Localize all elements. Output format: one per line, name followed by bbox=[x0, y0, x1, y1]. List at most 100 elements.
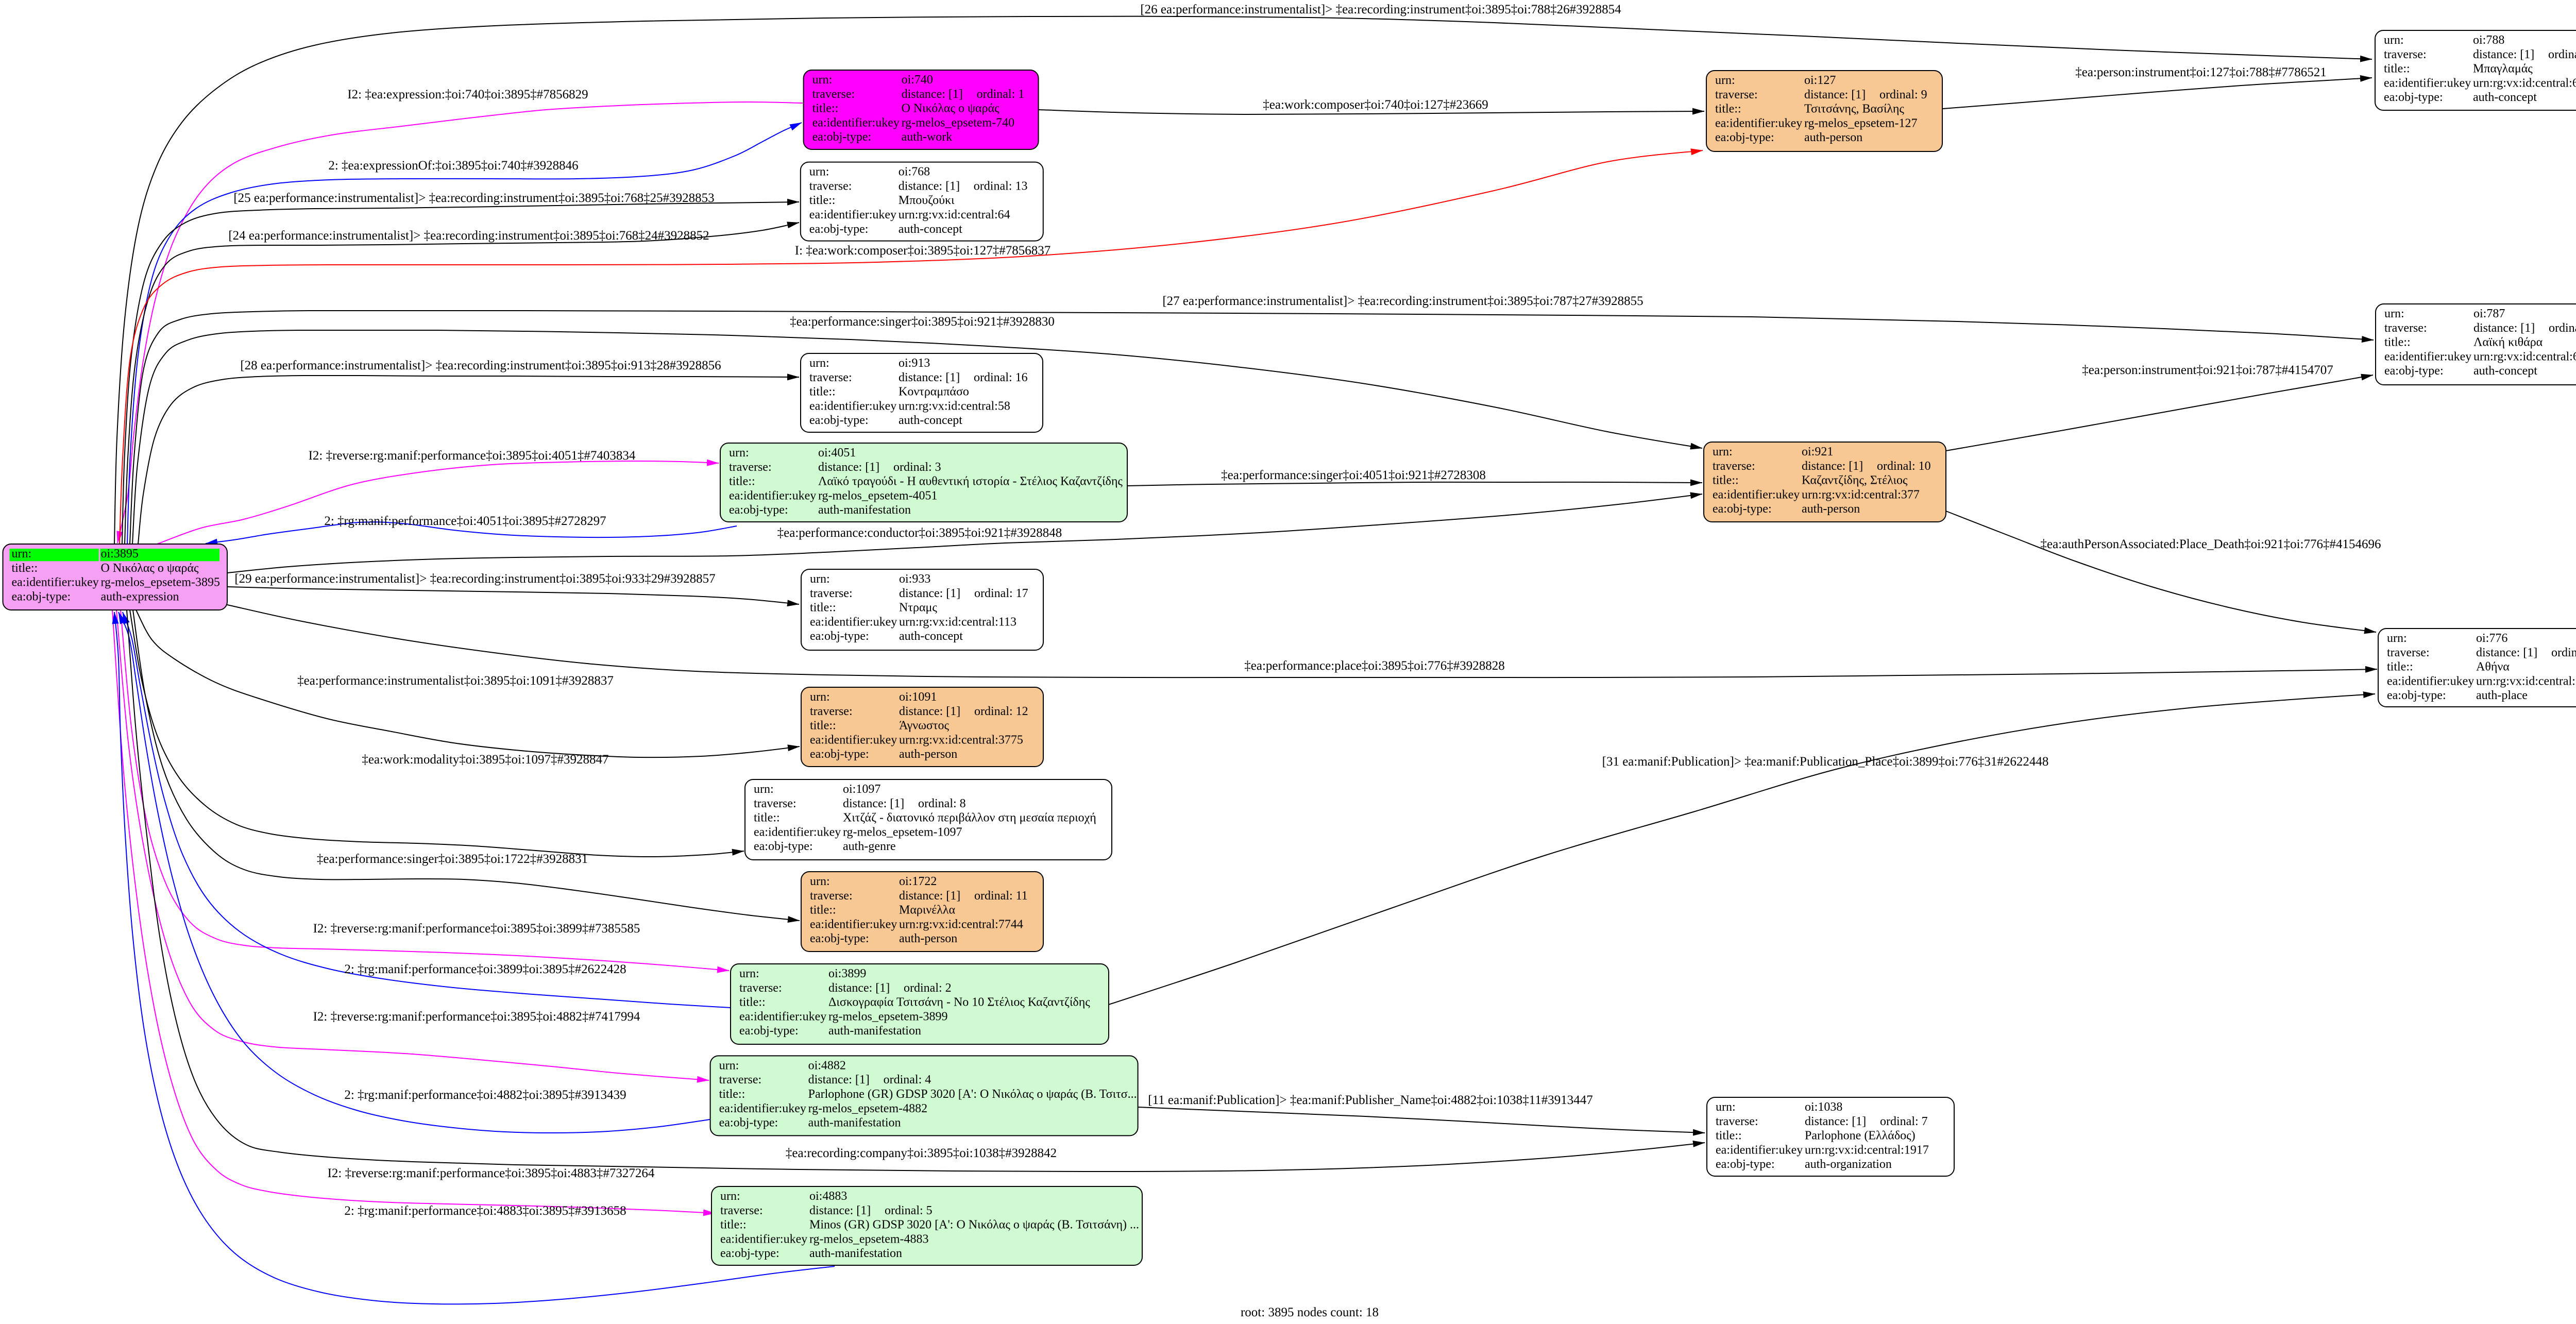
svg-text:ea:identifier:ukey: ea:identifier:ukey bbox=[1715, 116, 1802, 130]
svg-text:distance: [1]: distance: [1] bbox=[1805, 1115, 1866, 1128]
svg-text:ea:identifier:ukey: ea:identifier:ukey bbox=[1716, 1143, 1803, 1157]
svg-text:ordinal: 12: ordinal: 12 bbox=[974, 705, 1028, 718]
svg-text:urn:: urn: bbox=[2384, 307, 2404, 320]
svg-text:title::: title:: bbox=[2384, 62, 2410, 76]
svg-text:oi:913: oi:913 bbox=[899, 357, 930, 370]
svg-text:title::: title:: bbox=[12, 562, 38, 575]
svg-text:2: ‡ea:expressionOf:‡oi:3895‡o: 2: ‡ea:expressionOf:‡oi:3895‡oi:740‡#392… bbox=[328, 159, 578, 173]
svg-text:urn:: urn: bbox=[719, 1059, 739, 1072]
svg-text:traverse:: traverse: bbox=[720, 1204, 763, 1217]
svg-text:ordinal: 4: ordinal: 4 bbox=[884, 1073, 931, 1087]
svg-text:title::: title:: bbox=[810, 904, 836, 917]
svg-text:auth-concept: auth-concept bbox=[2473, 364, 2537, 378]
svg-text:distance: [1]: distance: [1] bbox=[902, 88, 963, 101]
svg-text:ea:identifier:ukey: ea:identifier:ukey bbox=[2387, 674, 2474, 688]
svg-text:title::: title:: bbox=[720, 1218, 747, 1232]
svg-text:oi:787: oi:787 bbox=[2473, 307, 2505, 320]
svg-text:distance: [1]: distance: [1] bbox=[2473, 321, 2535, 335]
svg-text:traverse:: traverse: bbox=[812, 88, 855, 101]
svg-text:auth-manifestation: auth-manifestation bbox=[809, 1247, 902, 1260]
svg-text:urn:rg:vx:id:central:62: urn:rg:vx:id:central:62 bbox=[2473, 350, 2576, 363]
svg-text:‡ea:performance:singer‡oi:3895: ‡ea:performance:singer‡oi:3895‡oi:921‡#3… bbox=[790, 315, 1055, 329]
svg-text:Χιτζάζ - διατονικό περιβάλλον: Χιτζάζ - διατονικό περιβάλλον στη μεσαία… bbox=[843, 811, 1096, 825]
svg-text:ea:identifier:ukey: ea:identifier:ukey bbox=[12, 576, 99, 589]
svg-text:I: ‡ea:work:composer‡oi:3895‡o: I: ‡ea:work:composer‡oi:3895‡oi:127‡#785… bbox=[795, 244, 1050, 258]
svg-text:oi:740: oi:740 bbox=[902, 73, 933, 87]
svg-text:ea:obj-type:: ea:obj-type: bbox=[810, 932, 869, 945]
svg-text:oi:127: oi:127 bbox=[1804, 74, 1836, 87]
svg-text:title::: title:: bbox=[719, 1088, 745, 1101]
svg-text:ordinal: 7: ordinal: 7 bbox=[1880, 1115, 1928, 1128]
svg-text:ea:identifier:ukey: ea:identifier:ukey bbox=[812, 116, 900, 129]
svg-text:ordinal: 1: ordinal: 1 bbox=[977, 88, 1025, 101]
svg-text:rg-melos_epsetem-4051: rg-melos_epsetem-4051 bbox=[818, 489, 938, 502]
svg-text:traverse:: traverse: bbox=[754, 797, 796, 810]
svg-text:distance: [1]: distance: [1] bbox=[1802, 460, 1863, 473]
svg-text:urn:: urn: bbox=[1715, 74, 1735, 87]
svg-text:Τσιτσάνης, Βασίλης: Τσιτσάνης, Βασίλης bbox=[1804, 103, 1904, 116]
svg-text:[29 ea:performance:instrumenta: [29 ea:performance:instrumentalist]> ‡ea… bbox=[234, 572, 715, 586]
svg-text:[24 ea:performance:instrumenta: [24 ea:performance:instrumentalist]> ‡ea… bbox=[228, 229, 709, 243]
svg-text:ordinal: 14: ordinal: 14 bbox=[2548, 48, 2576, 61]
svg-text:oi:788: oi:788 bbox=[2473, 33, 2504, 47]
svg-text:rg-melos_epsetem-3899: rg-melos_epsetem-3899 bbox=[828, 1010, 948, 1023]
svg-text:oi:4051: oi:4051 bbox=[818, 446, 856, 460]
svg-text:urn:rg:vx:id:central:3775: urn:rg:vx:id:central:3775 bbox=[899, 733, 1023, 746]
svg-text:Μπαγλαμάς: Μπαγλαμάς bbox=[2473, 62, 2533, 76]
svg-text:ordinal: 15: ordinal: 15 bbox=[2549, 321, 2576, 335]
svg-text:ordinal: 8: ordinal: 8 bbox=[918, 797, 966, 810]
svg-text:distance: [1]: distance: [1] bbox=[899, 889, 960, 903]
svg-text:title::: title:: bbox=[2387, 660, 2413, 674]
svg-text:distance: [1]: distance: [1] bbox=[899, 371, 960, 384]
svg-text:ea:identifier:ukey: ea:identifier:ukey bbox=[720, 1232, 807, 1246]
svg-text:urn:: urn: bbox=[810, 572, 830, 586]
svg-text:auth-person: auth-person bbox=[1802, 502, 1860, 516]
svg-text:urn:rg:vx:id:central:64: urn:rg:vx:id:central:64 bbox=[899, 208, 1010, 222]
svg-text:oi:1038: oi:1038 bbox=[1805, 1100, 1842, 1114]
svg-text:ordinal: 2: ordinal: 2 bbox=[904, 981, 952, 995]
svg-text:‡ea:person:instrument‡oi:127‡o: ‡ea:person:instrument‡oi:127‡oi:788‡#778… bbox=[2075, 65, 2326, 79]
svg-text:traverse:: traverse: bbox=[1716, 1115, 1758, 1128]
svg-text:Καζαντζίδης, Στέλιος: Καζαντζίδης, Στέλιος bbox=[1802, 474, 1908, 487]
svg-text:oi:4883: oi:4883 bbox=[809, 1190, 847, 1203]
svg-text:urn:: urn: bbox=[812, 73, 833, 87]
svg-text:‡ea:performance:instrumentalis: ‡ea:performance:instrumentalist‡oi:3895‡… bbox=[297, 674, 614, 688]
svg-text:title::: title:: bbox=[1713, 474, 1739, 487]
svg-text:urn:: urn: bbox=[809, 165, 829, 179]
svg-text:auth-concept: auth-concept bbox=[899, 223, 962, 236]
svg-text:Λαϊκό τραγούδι - Η αυθεντική ι: Λαϊκό τραγούδι - Η αυθεντική ιστορία - Σ… bbox=[818, 475, 1123, 488]
svg-text:title::: title:: bbox=[809, 194, 836, 207]
svg-text:ea:identifier:ukey: ea:identifier:ukey bbox=[754, 825, 841, 839]
svg-text:ea:identifier:ukey: ea:identifier:ukey bbox=[810, 615, 897, 629]
svg-text:oi:3895: oi:3895 bbox=[101, 547, 139, 561]
svg-text:[27 ea:performance:instrumenta: [27 ea:performance:instrumentalist]> ‡ea… bbox=[1162, 294, 1643, 308]
svg-text:traverse:: traverse: bbox=[1713, 460, 1755, 473]
svg-text:title::: title:: bbox=[754, 811, 780, 825]
svg-text:distance: [1]: distance: [1] bbox=[843, 797, 904, 810]
svg-text:urn:rg:vx:id:central:377: urn:rg:vx:id:central:377 bbox=[1802, 488, 1920, 501]
svg-text:root: 3895 nodes count: 18: root: 3895 nodes count: 18 bbox=[1241, 1305, 1379, 1319]
svg-text:ordinal: 17: ordinal: 17 bbox=[974, 587, 1028, 600]
svg-text:auth-organization: auth-organization bbox=[1805, 1158, 1892, 1171]
svg-text:oi:1722: oi:1722 bbox=[899, 875, 937, 888]
svg-text:title::: title:: bbox=[812, 102, 839, 115]
svg-text:ordinal: 3: ordinal: 3 bbox=[893, 461, 941, 474]
svg-text:rg-melos_epsetem-3895: rg-melos_epsetem-3895 bbox=[101, 576, 221, 589]
svg-text:urn:: urn: bbox=[1716, 1100, 1736, 1114]
svg-text:title::: title:: bbox=[729, 475, 755, 488]
svg-text:‡ea:authPersonAssociated:Place: ‡ea:authPersonAssociated:Place_Death‡oi:… bbox=[2041, 537, 2381, 551]
svg-text:urn:: urn: bbox=[12, 547, 32, 561]
svg-text:ordinal: 16: ordinal: 16 bbox=[974, 371, 1028, 384]
svg-text:Αθήνα: Αθήνα bbox=[2476, 660, 2510, 674]
svg-text:urn:: urn: bbox=[1713, 445, 1733, 459]
svg-text:ea:obj-type:: ea:obj-type: bbox=[1715, 131, 1774, 144]
svg-text:auth-manifestation: auth-manifestation bbox=[808, 1116, 901, 1130]
svg-text:rg-melos_epsetem-4882: rg-melos_epsetem-4882 bbox=[808, 1102, 928, 1115]
svg-text:Δισκογραφία Τσιτσάνη - Νο 10 Σ: Δισκογραφία Τσιτσάνη - Νο 10 Στέλιος Καζ… bbox=[828, 996, 1090, 1009]
svg-text:urn:: urn: bbox=[810, 875, 830, 888]
svg-text:urn:rg:vx:id:central:7744: urn:rg:vx:id:central:7744 bbox=[899, 918, 1023, 931]
svg-text:ea:identifier:ukey: ea:identifier:ukey bbox=[809, 208, 896, 222]
svg-text:title::: title:: bbox=[1716, 1129, 1742, 1143]
svg-text:I2: ‡reverse:rg:manif:performa: I2: ‡reverse:rg:manif:performance‡oi:389… bbox=[328, 1166, 655, 1180]
svg-text:[11 ea:manif:Publication]> ‡ea: [11 ea:manif:Publication]> ‡ea:manif:Pub… bbox=[1148, 1093, 1593, 1107]
